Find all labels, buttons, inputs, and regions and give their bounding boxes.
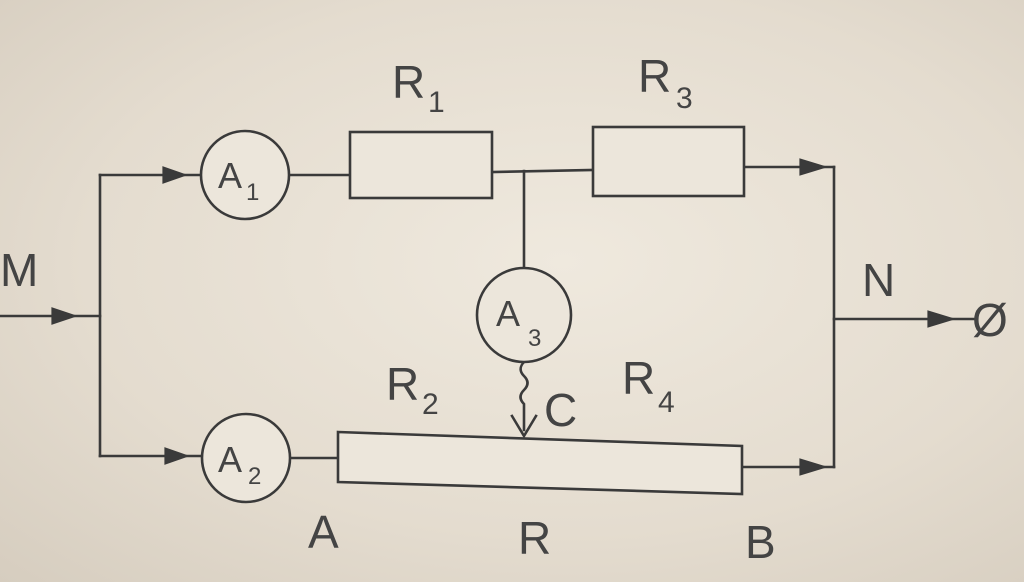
arrow-rheostat-out-icon	[799, 458, 829, 476]
wire-r1-r3	[490, 168, 595, 174]
slider-lead-wire	[519, 360, 529, 432]
label-r1-sub: 1	[428, 86, 445, 119]
label-r: R	[518, 512, 551, 564]
ammeter-a2	[200, 412, 292, 504]
label-a2-sub: 2	[248, 463, 261, 490]
resistor-r1	[348, 130, 494, 200]
label-a3-sub: 3	[528, 325, 541, 352]
slider-arrow-icon	[510, 414, 538, 439]
label-r2-sub: 2	[422, 388, 439, 421]
arrow-output-icon	[927, 310, 957, 328]
label-n: N	[862, 254, 895, 306]
label-r2: R	[386, 358, 419, 410]
label-m: M	[0, 244, 38, 296]
output-terminal-icon: Ø	[972, 294, 1008, 346]
arrow-input-icon	[51, 307, 78, 325]
resistor-r3	[591, 125, 746, 198]
label-c: C	[544, 384, 577, 436]
label-r4-sub: 4	[658, 386, 675, 419]
label-b: B	[745, 516, 776, 568]
label-r3-sub: 3	[676, 82, 693, 115]
label-a1: A	[218, 155, 242, 196]
label-r4: R	[622, 352, 655, 404]
label-a1-sub: 1	[246, 179, 259, 206]
ammeter-a3	[475, 266, 573, 364]
ammeter-a1	[199, 129, 291, 221]
label-r3: R	[638, 50, 671, 102]
arrow-into-a2-icon	[164, 447, 190, 465]
label-a3: A	[496, 293, 520, 334]
arrow-into-a1-icon	[162, 166, 188, 184]
label-a: A	[308, 506, 339, 558]
label-a2: A	[218, 439, 242, 480]
rheostat-ab	[336, 430, 744, 496]
arrow-r3-out-icon	[799, 158, 829, 176]
label-r1: R	[392, 56, 425, 108]
